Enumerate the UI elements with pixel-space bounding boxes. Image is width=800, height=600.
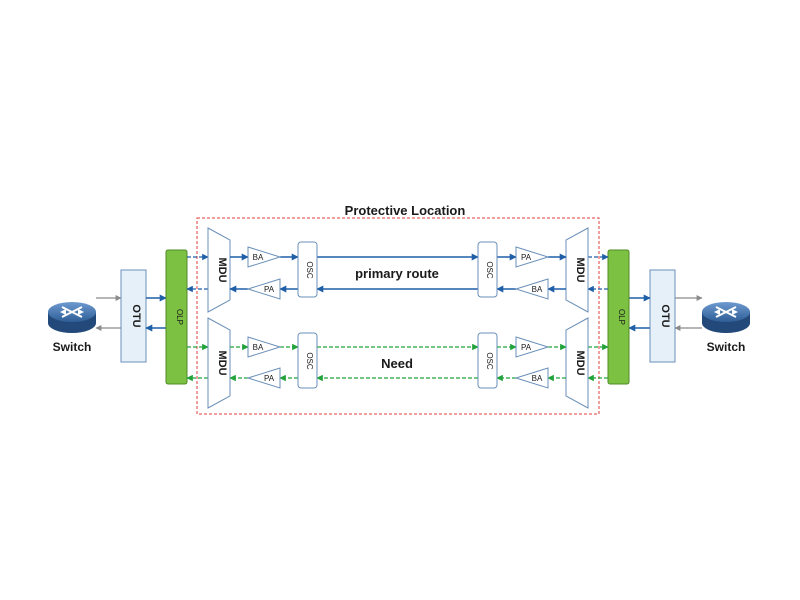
olp-label: OLP xyxy=(617,309,626,325)
left-switch: Switch xyxy=(48,302,96,354)
primary-route-lines xyxy=(229,253,567,293)
router-switch-icon xyxy=(48,302,96,333)
otu-olp-links xyxy=(145,294,651,332)
olp-label: OLP xyxy=(175,309,184,325)
mdu-label: MDU xyxy=(216,257,228,282)
osc-left-secondary: OSC xyxy=(297,332,318,389)
osc-label: OSC xyxy=(485,352,494,370)
protective-location-frame xyxy=(196,217,600,415)
ba-amplifier-right-primary: BA xyxy=(514,278,549,300)
ba-amplifier-left-secondary: BA xyxy=(247,336,282,358)
switch-otu-links xyxy=(95,295,703,331)
mdu-label: MDU xyxy=(216,350,228,375)
osc-left-primary: OSC xyxy=(297,241,318,298)
right-otu: OTU xyxy=(649,269,676,363)
pa-label: PA xyxy=(521,253,532,262)
secondary-route-label: Need xyxy=(381,356,413,371)
osc-right-secondary: OSC xyxy=(477,332,498,389)
otu-label: OTU xyxy=(130,304,142,327)
pa-label: PA xyxy=(521,343,532,352)
left-switch-label: Switch xyxy=(53,340,92,354)
osc-label: OSC xyxy=(485,261,494,279)
mdu-left-primary: MDU xyxy=(207,227,231,313)
osc-right-primary: OSC xyxy=(477,241,498,298)
mdu-right-secondary: MDU xyxy=(565,317,589,409)
pa-amplifier-right-secondary: PA xyxy=(515,336,550,358)
ba-label: BA xyxy=(253,253,264,262)
otu-label: OTU xyxy=(659,304,671,327)
frame-title: Protective Location xyxy=(345,203,466,218)
right-switch: Switch xyxy=(702,302,750,354)
secondary-route-lines xyxy=(229,343,567,382)
osc-label: OSC xyxy=(305,261,314,279)
pa-label: PA xyxy=(264,374,275,383)
olp-mdu-links xyxy=(186,253,609,382)
ba-label: BA xyxy=(253,343,264,352)
mdu-right-primary: MDU xyxy=(565,227,589,313)
pa-amplifier-left-secondary: PA xyxy=(246,367,281,389)
pa-amplifier-right-primary: PA xyxy=(515,246,550,268)
primary-route-label: primary route xyxy=(355,266,439,281)
pa-label: PA xyxy=(264,285,275,294)
ba-label: BA xyxy=(532,374,543,383)
router-switch-icon xyxy=(702,302,750,333)
right-switch-label: Switch xyxy=(707,340,746,354)
ba-amplifier-right-secondary: BA xyxy=(514,367,549,389)
ba-label: BA xyxy=(532,285,543,294)
osc-label: OSC xyxy=(305,352,314,370)
mdu-left-secondary: MDU xyxy=(207,317,231,409)
left-olp: OLP xyxy=(165,249,188,385)
right-olp: OLP xyxy=(607,249,630,385)
mdu-label: MDU xyxy=(574,350,586,375)
ba-amplifier-left-primary: BA xyxy=(247,246,282,268)
pa-amplifier-left-primary: PA xyxy=(246,278,281,300)
mdu-label: MDU xyxy=(574,257,586,282)
left-otu: OTU xyxy=(120,269,147,363)
